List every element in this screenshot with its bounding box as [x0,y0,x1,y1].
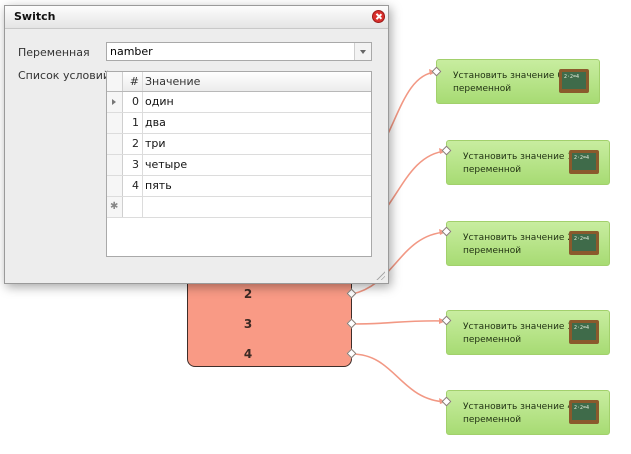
table-row[interactable]: 3 четыре [107,155,371,176]
table-row[interactable]: 2 три [107,134,371,155]
table-row[interactable]: 1 два [107,113,371,134]
column-header-value[interactable]: Значение [145,75,201,88]
conditions-grid[interactable]: # Значение 0 один 1 два 2 три 3 четыре 4… [106,71,372,257]
chalkboard-icon: 2·2=4 [569,400,599,424]
column-header-number[interactable]: # [123,72,143,91]
variable-select[interactable]: namber [106,42,372,61]
chalkboard-icon: 2·2=4 [569,320,599,344]
current-row-icon [112,99,116,105]
case-label-4: 4 [243,347,253,361]
chalkboard-icon: 2·2=4 [559,69,589,93]
variable-label: Переменная [18,46,90,59]
connector-4 [351,353,447,403]
conditions-label: Список условий [18,69,111,82]
new-row-icon: ✱ [110,201,119,212]
table-row[interactable]: 4 пять [107,176,371,197]
resize-grip[interactable] [375,270,385,280]
chalkboard-icon: 2·2=4 [569,150,599,174]
variable-value: namber [110,45,153,58]
connector-3 [351,320,447,325]
connector-2 [351,231,447,295]
chalkboard-icon: 2·2=4 [569,231,599,255]
case-label-3: 3 [243,317,253,331]
new-row[interactable]: ✱ [107,197,371,218]
close-icon[interactable] [372,10,385,23]
grid-header: # Значение [107,72,371,92]
case-label-2: 2 [243,287,253,301]
dialog-title: Switch [14,10,56,23]
table-row[interactable]: 0 один [107,92,371,113]
dialog-titlebar[interactable]: Switch [5,6,388,29]
chevron-down-icon[interactable] [354,43,371,60]
switch-dialog: Switch Переменная namber Список условий … [4,5,389,284]
